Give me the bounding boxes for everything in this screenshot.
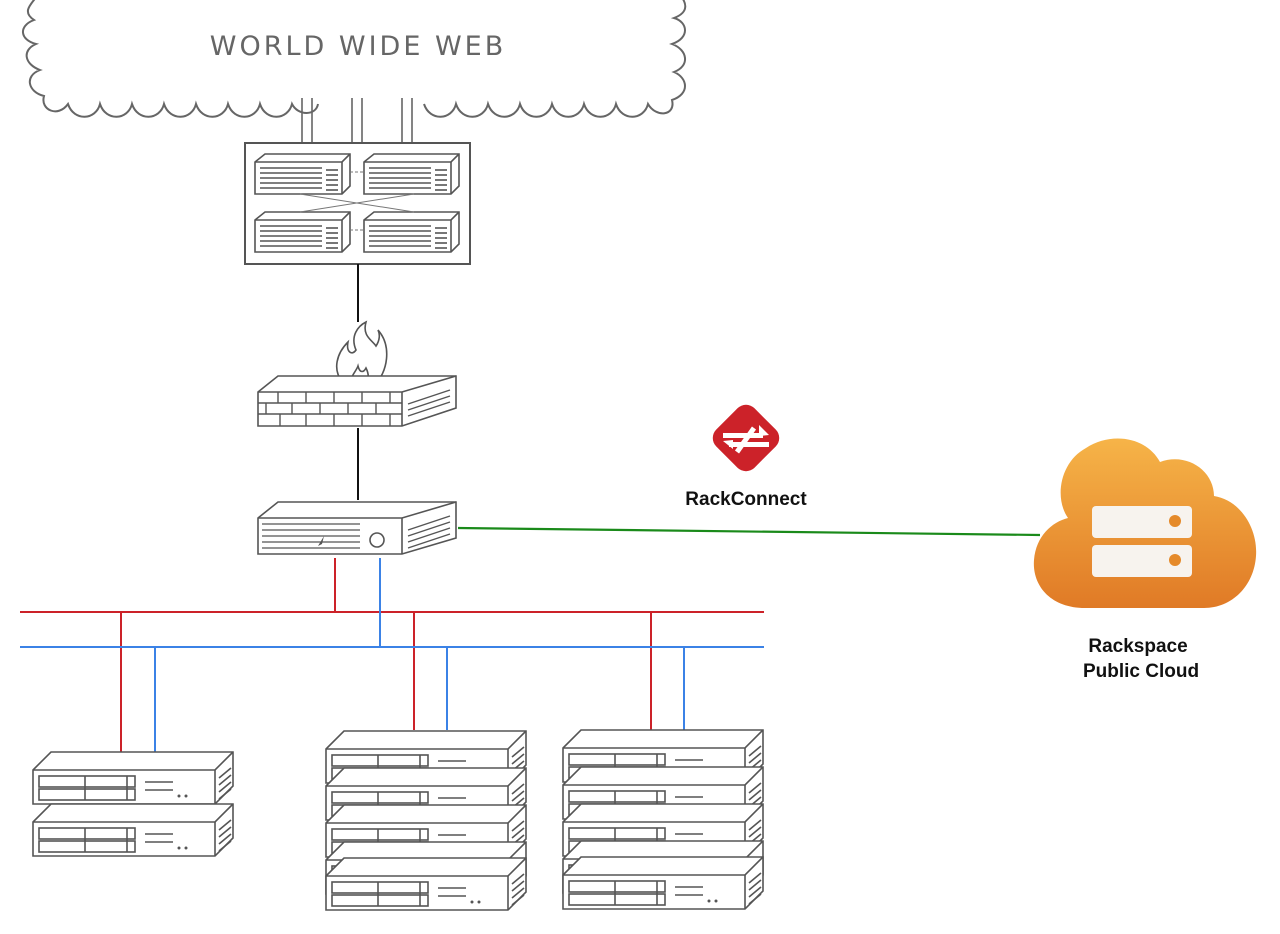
server-stack-1 [32,751,234,857]
internet-cloud: WORLD WIDE WEB [22,0,687,118]
firewall [257,320,457,427]
red-network [20,558,764,752]
server-stack-2 [325,730,527,911]
rackconnect-link [457,526,1041,537]
public-cloud-label-line1: Rackspace [1088,636,1187,657]
rackconnect-logo: RackConnect [685,404,807,510]
rackconnect-label: RackConnect [685,489,807,510]
cloud-server-icon [1092,506,1192,577]
core-switch [257,501,457,555]
blue-network [20,558,764,752]
internet-uplinks [301,98,413,146]
public-cloud: Rackspace Public Cloud [1033,438,1257,682]
internet-label: WORLD WIDE WEB [210,31,507,62]
public-cloud-label-line2: Public Cloud [1083,661,1199,682]
load-balancer-cluster [244,142,471,265]
server-stack-3 [562,729,764,910]
